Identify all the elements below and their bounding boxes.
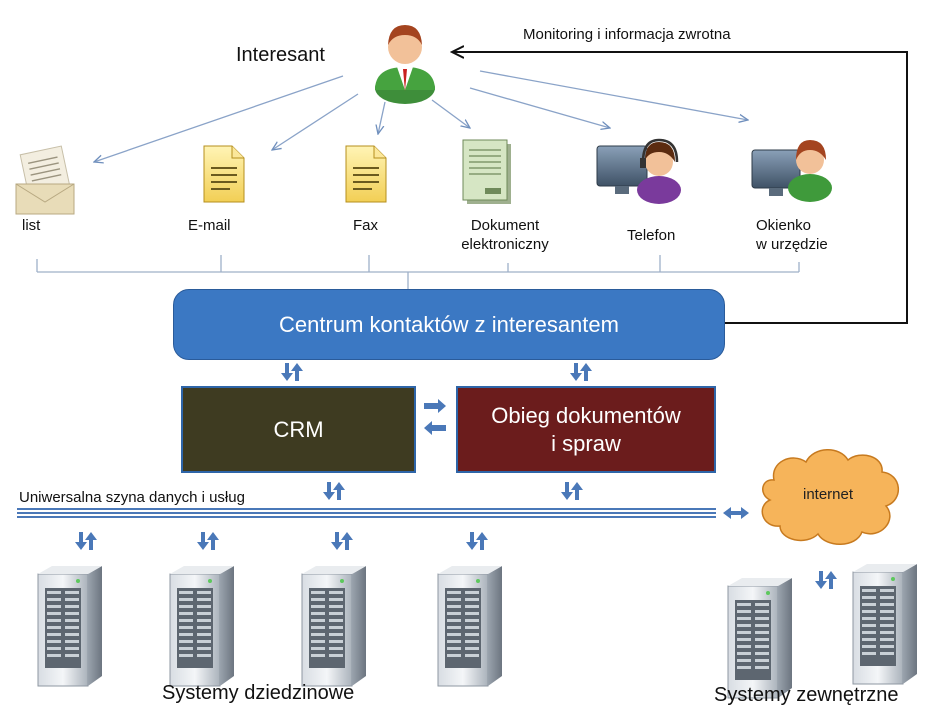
domain-server-3 [301,565,367,687]
bus-internet-arrow [723,507,749,519]
bus-server4-arrows [466,532,488,550]
external-server-1 [727,577,793,699]
feedback-arrow [452,52,908,324]
channel-office-line2: w urzędzie [756,236,828,253]
center-docflow-arrows [570,363,592,381]
citizen-label: Interesant [236,44,325,66]
channel-arrows [94,70,748,162]
crm-docflow-arrows [424,399,446,435]
center-crm-arrows [281,363,303,381]
external-systems-label: Systemy zewnętrzne [714,684,899,706]
channel-bracket [36,255,800,289]
service-bus [17,508,716,518]
bus-server2-arrows [197,532,219,550]
citizen-person-icon [375,25,435,104]
external-server-2 [852,563,918,685]
docflow-line1: Obieg dokumentów [491,402,681,428]
domain-server-1 [37,565,103,687]
docflow-line2: i spraw [551,430,621,456]
contact-center-label: Centrum kontaktów z interesantem [279,311,619,337]
bus-label: Uniwersalna szyna danych i usług [19,489,245,506]
feedback-label: Monitoring i informacja zwrotna [523,26,731,43]
bus-server1-arrows [75,532,97,550]
channel-fax-label: Fax [353,217,379,234]
letter-icon [15,145,75,215]
crm-box: CRM [181,386,416,473]
channel-edoc-line1: Dokument [470,217,540,234]
office-clerk-icon [751,140,832,202]
channel-letter-label: list [22,217,41,234]
channel-email-label: E-mail [188,217,231,234]
crm-bus-arrows [323,482,345,500]
channel-edoc-line2: elektroniczny [461,236,549,253]
fax-doc-icon [345,145,387,203]
channel-edoc-label: Dokument elektroniczny [443,216,567,254]
internet-label: internet [803,486,854,503]
contact-center-box: Centrum kontaktów z interesantem [173,289,725,360]
bus-server3-arrows [331,532,353,550]
domain-systems-label: Systemy dziedzinowe [162,682,355,704]
channel-phone-label: Telefon [627,227,676,244]
channel-office-label: Okienko w urzędzie [756,216,828,254]
domain-server-2 [169,565,235,687]
call-center-agent-icon [596,138,681,204]
docflow-bus-arrows [561,482,583,500]
docflow-box: Obieg dokumentów i spraw [456,386,716,473]
email-doc-icon [203,145,245,203]
internet-external-arrows [815,571,837,589]
domain-server-4 [437,565,503,687]
internet-cloud [761,449,900,545]
channel-office-line1: Okienko [756,217,812,234]
crm-label: CRM [273,416,324,442]
electronic-document-icon [462,139,511,204]
